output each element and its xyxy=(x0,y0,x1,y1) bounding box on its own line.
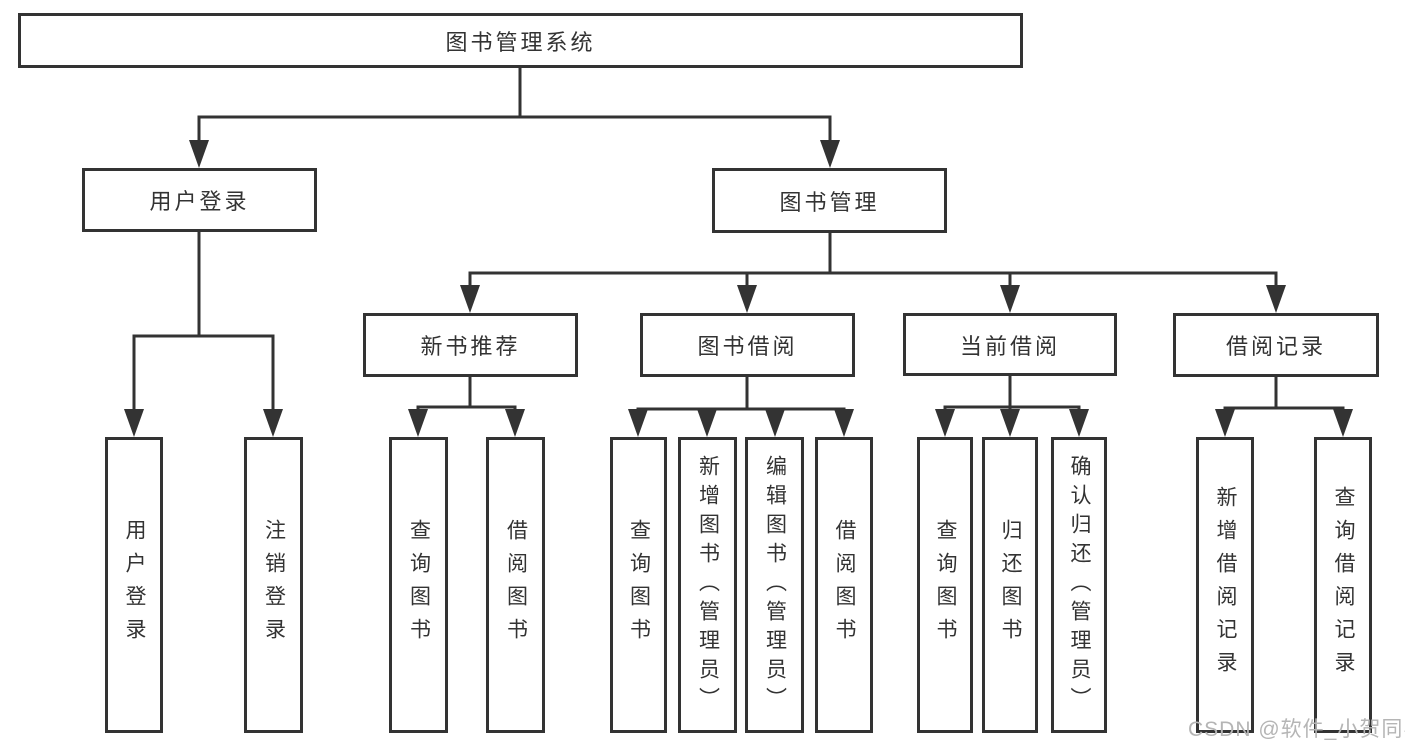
arrow-icon xyxy=(1215,409,1235,437)
leaf-borrow-book-1: 借阅图书 xyxy=(486,437,545,733)
arrow-icon xyxy=(628,409,648,437)
node-new-book-recommend: 新书推荐 xyxy=(363,313,578,377)
arrow-icon xyxy=(460,285,480,313)
node-root: 图书管理系统 xyxy=(18,13,1023,68)
arrow-icon xyxy=(765,409,785,437)
arrow-icon xyxy=(263,409,283,437)
arrow-icon xyxy=(697,409,717,437)
arrow-icon xyxy=(189,140,209,168)
leaf-add-borrow-record-label: 新增借阅记录 xyxy=(1214,486,1237,684)
connector-newbook-to-leaves xyxy=(416,377,517,420)
leaf-query-book-3-label: 查询图书 xyxy=(934,519,957,651)
arrow-icon xyxy=(834,409,854,437)
node-user-login-label: 用户登录 xyxy=(149,189,250,214)
leaf-query-book-3: 查询图书 xyxy=(917,437,973,733)
node-new-book-recommend-label: 新书推荐 xyxy=(420,334,521,359)
leaf-add-borrow-record: 新增借阅记录 xyxy=(1196,437,1254,733)
node-book-management: 图书管理 xyxy=(712,168,947,233)
leaf-logout: 注销登录 xyxy=(244,437,303,733)
leaf-confirm-return-admin: 确认归还（管理员） xyxy=(1051,437,1107,733)
leaf-borrow-book-2-label: 借阅图书 xyxy=(833,519,856,651)
leaf-return-book: 归还图书 xyxy=(982,437,1038,733)
node-book-borrow-label: 图书借阅 xyxy=(697,334,798,359)
leaf-edit-book-admin-label: 编辑图书（管理员） xyxy=(763,454,787,716)
connector-bookborrow-to-leaves xyxy=(636,377,846,420)
leaf-logout-label: 注销登录 xyxy=(262,519,286,651)
node-borrow-records-label: 借阅记录 xyxy=(1225,334,1326,359)
leaf-query-book-1-label: 查询图书 xyxy=(407,519,431,651)
leaf-add-book-admin-label: 新增图书（管理员） xyxy=(696,454,720,716)
node-book-management-label: 图书管理 xyxy=(779,189,880,215)
arrowheads xyxy=(124,140,1353,437)
connector-borrowrecord-to-leaves xyxy=(1223,377,1345,420)
arrow-icon xyxy=(1333,409,1353,437)
node-root-label: 图书管理系统 xyxy=(445,29,596,55)
leaf-query-book-1: 查询图书 xyxy=(389,437,448,733)
leaf-query-borrow-record-label: 查询借阅记录 xyxy=(1332,486,1355,684)
arrow-icon xyxy=(1000,409,1020,437)
watermark: CSDN @软件_小贺同学 xyxy=(1188,718,1405,741)
leaf-borrow-book-2: 借阅图书 xyxy=(815,437,873,733)
leaf-borrow-book-1-label: 借阅图书 xyxy=(504,519,528,651)
arrow-icon xyxy=(505,409,525,437)
node-user-login: 用户登录 xyxy=(82,168,317,232)
connector-userlogin-to-leaves xyxy=(132,232,275,420)
connector-bookmgmt-to-level3 xyxy=(468,233,1278,295)
arrow-icon xyxy=(1000,285,1020,313)
leaf-user-login-label: 用户登录 xyxy=(123,519,146,651)
arrow-icon xyxy=(935,409,955,437)
arrow-icon xyxy=(737,285,757,313)
leaf-edit-book-admin: 编辑图书（管理员） xyxy=(745,437,804,733)
arrow-icon xyxy=(1266,285,1286,313)
node-current-borrow-label: 当前借阅 xyxy=(959,333,1060,359)
arrow-icon xyxy=(408,409,428,437)
arrow-icon xyxy=(124,409,144,437)
arrow-icon xyxy=(1069,409,1089,437)
node-book-borrow: 图书借阅 xyxy=(640,313,855,377)
leaf-query-book-2: 查询图书 xyxy=(610,437,667,733)
node-borrow-records: 借阅记录 xyxy=(1173,313,1379,377)
leaf-query-borrow-record: 查询借阅记录 xyxy=(1314,437,1372,733)
arrow-icon xyxy=(820,140,840,168)
connector-root-to-level2 xyxy=(197,68,832,150)
leaf-return-book-label: 归还图书 xyxy=(999,519,1022,651)
node-current-borrow: 当前借阅 xyxy=(903,313,1117,376)
leaf-query-book-2-label: 查询图书 xyxy=(627,519,651,651)
leaf-add-book-admin: 新增图书（管理员） xyxy=(678,437,737,733)
leaf-user-login: 用户登录 xyxy=(105,437,163,733)
leaf-confirm-return-admin-label: 确认归还（管理员） xyxy=(1068,454,1091,716)
